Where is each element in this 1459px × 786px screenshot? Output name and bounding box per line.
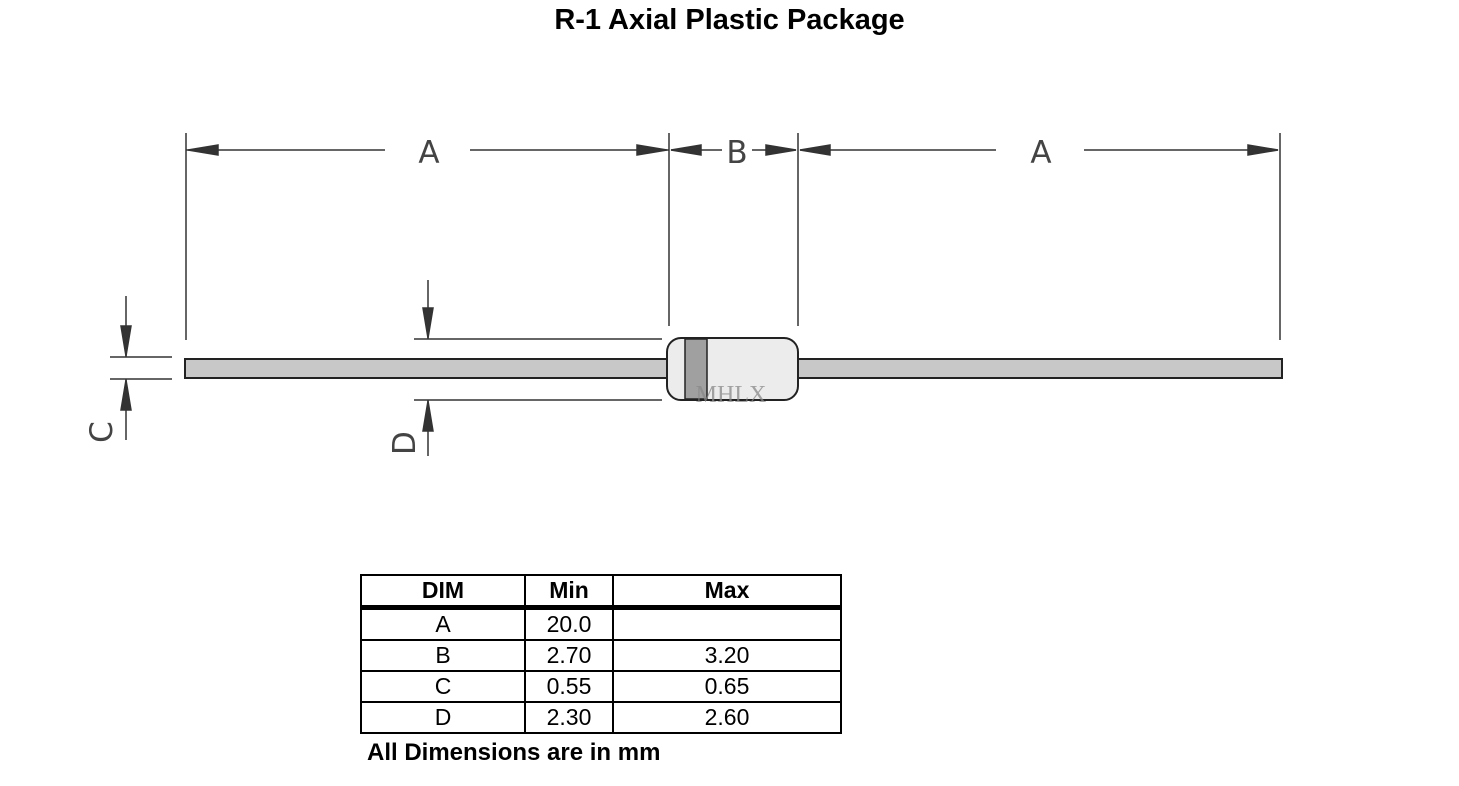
- table-cell-min: 20.0: [524, 606, 614, 641]
- table-cell-min: 0.55: [524, 670, 614, 703]
- table-row: D 2.30 2.60: [360, 701, 842, 734]
- extension-lines: [110, 133, 1281, 401]
- dimension-label-b: B: [726, 135, 747, 171]
- lead-left: [184, 358, 670, 379]
- table-cell-dim: A: [360, 606, 526, 641]
- dimension-c: [120, 296, 132, 440]
- table-note: All Dimensions are in mm: [367, 739, 661, 766]
- dimension-label-c: C: [84, 421, 120, 443]
- watermark-text: MHLX: [696, 382, 767, 408]
- dimension-a-right: [799, 144, 1279, 156]
- dimension-a-left: [186, 144, 669, 156]
- table-cell-dim: D: [360, 701, 526, 734]
- table-cell-max: 3.20: [612, 639, 842, 672]
- table-cell-min: 2.70: [524, 639, 614, 672]
- table-row: C 0.55 0.65: [360, 670, 842, 703]
- table-row: A 20.0: [360, 606, 842, 641]
- table-header-cell: Min: [524, 574, 614, 610]
- table-header-cell: Max: [612, 574, 842, 610]
- table-header-row: DIM Min Max: [360, 574, 842, 610]
- table-cell-max: 0.65: [612, 670, 842, 703]
- table-cell-max: [612, 606, 842, 641]
- table-header-cell: DIM: [360, 574, 526, 610]
- lead-right: [796, 358, 1283, 379]
- table-cell-dim: B: [360, 639, 526, 672]
- dimension-label-d: D: [387, 431, 423, 455]
- page-title: R-1 Axial Plastic Package: [554, 4, 905, 36]
- dimension-table: DIM Min Max A 20.0 B 2.70 3.20 C 0.55 0.…: [360, 574, 842, 734]
- dimension-b: [670, 144, 797, 156]
- dimension-label-a-left: A: [418, 135, 439, 171]
- table-row: B 2.70 3.20: [360, 639, 842, 672]
- dimension-d: [422, 280, 434, 456]
- table-cell-min: 2.30: [524, 701, 614, 734]
- cathode-band: [684, 338, 708, 400]
- dimension-label-a-right: A: [1030, 135, 1051, 171]
- table-cell-dim: C: [360, 670, 526, 703]
- table-cell-max: 2.60: [612, 701, 842, 734]
